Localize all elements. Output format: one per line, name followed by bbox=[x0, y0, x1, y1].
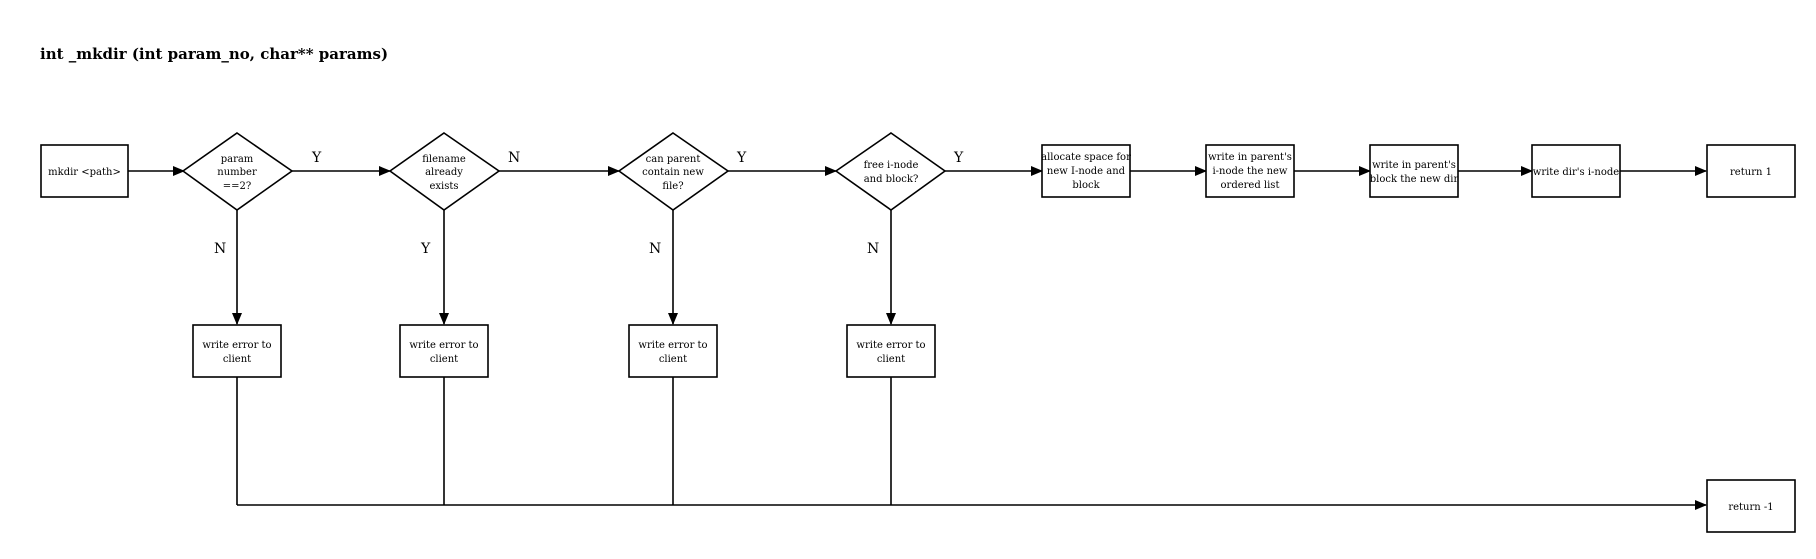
node-err1-line-1: write error to bbox=[202, 340, 271, 351]
decision-free-inode: free i-node and block? bbox=[834, 132, 947, 211]
node-err3-line-2: client bbox=[659, 354, 687, 365]
edge-label-exists-no: N bbox=[508, 150, 520, 166]
node-allocate-space: allocate space for new I-node and block bbox=[1041, 144, 1131, 198]
edge-label-contain-yes: Y bbox=[736, 150, 747, 166]
edge-label-param-no: N bbox=[214, 241, 226, 257]
node-err2-line-1: write error to bbox=[409, 340, 478, 351]
decision-param-line-1: param bbox=[221, 154, 254, 165]
node-write-error-4: write error to client bbox=[846, 324, 936, 378]
node-alloc-line-3: block bbox=[1072, 180, 1100, 191]
diagram-title: int _mkdir (int param_no, char** params) bbox=[40, 45, 388, 63]
node-write-error-1: write error to client bbox=[192, 324, 282, 378]
decision-filename-exists: filename already exists bbox=[388, 132, 501, 211]
node-err1-line-2: client bbox=[223, 354, 251, 365]
decision-contain-line-1: can parent bbox=[646, 154, 701, 165]
edge-label-contain-no: N bbox=[649, 241, 661, 257]
node-write-parent-inode: write in parent's i-node the new ordered… bbox=[1205, 144, 1295, 198]
edge-labels: Y N N Y Y N Y N bbox=[214, 150, 964, 257]
node-alloc-line-1: allocate space for bbox=[1041, 152, 1131, 163]
node-return-ok: return 1 bbox=[1706, 144, 1796, 198]
edges bbox=[128, 166, 1707, 510]
decision-param-line-3: ==2? bbox=[223, 181, 251, 192]
node-wpb-line-2: block the new dir bbox=[1370, 174, 1459, 185]
node-write-parent-block: write in parent's block the new dir bbox=[1369, 144, 1459, 198]
decision-exists-line-3: exists bbox=[429, 181, 458, 192]
node-wpi-line-2: i-node the new bbox=[1212, 166, 1287, 177]
node-err4-line-1: write error to bbox=[856, 340, 925, 351]
node-return-error: return -1 bbox=[1706, 479, 1796, 533]
decision-inode-line-2: and block? bbox=[864, 174, 919, 185]
edge-label-inode-no: N bbox=[867, 241, 879, 257]
decision-inode-line-1: free i-node bbox=[864, 160, 919, 171]
edge-label-inode-yes: Y bbox=[953, 150, 964, 166]
node-wpi-line-1: write in parent's bbox=[1208, 152, 1292, 163]
node-return-err-line-1: return -1 bbox=[1728, 502, 1773, 513]
decision-exists-line-2: already bbox=[425, 167, 463, 178]
decision-param-number: param number ==2? bbox=[181, 132, 294, 211]
edge-label-param-yes: Y bbox=[311, 150, 322, 166]
node-write-dir-inode: write dir's i-node bbox=[1531, 144, 1621, 198]
node-return-ok-line-1: return 1 bbox=[1730, 167, 1772, 178]
node-write-error-2: write error to client bbox=[399, 324, 489, 378]
decision-contain-line-3: file? bbox=[662, 181, 683, 192]
edge-label-exists-yes: Y bbox=[420, 241, 431, 257]
node-err4-line-2: client bbox=[877, 354, 905, 365]
node-wpi-line-3: ordered list bbox=[1221, 180, 1280, 191]
node-start: mkdir <path> bbox=[40, 144, 129, 198]
node-write-error-3: write error to client bbox=[628, 324, 718, 378]
decision-exists-line-1: filename bbox=[422, 154, 466, 165]
decision-parent-can-contain: can parent contain new file? bbox=[617, 132, 730, 211]
node-alloc-line-2: new I-node and bbox=[1047, 166, 1126, 177]
decision-param-line-2: number bbox=[217, 167, 257, 178]
node-err3-line-1: write error to bbox=[638, 340, 707, 351]
node-wdi-line-1: write dir's i-node bbox=[1533, 167, 1620, 178]
node-err2-line-2: client bbox=[430, 354, 458, 365]
node-start-line-1: mkdir <path> bbox=[48, 167, 121, 178]
decision-contain-line-2: contain new bbox=[642, 167, 704, 178]
node-wpb-line-1: write in parent's bbox=[1372, 160, 1456, 171]
